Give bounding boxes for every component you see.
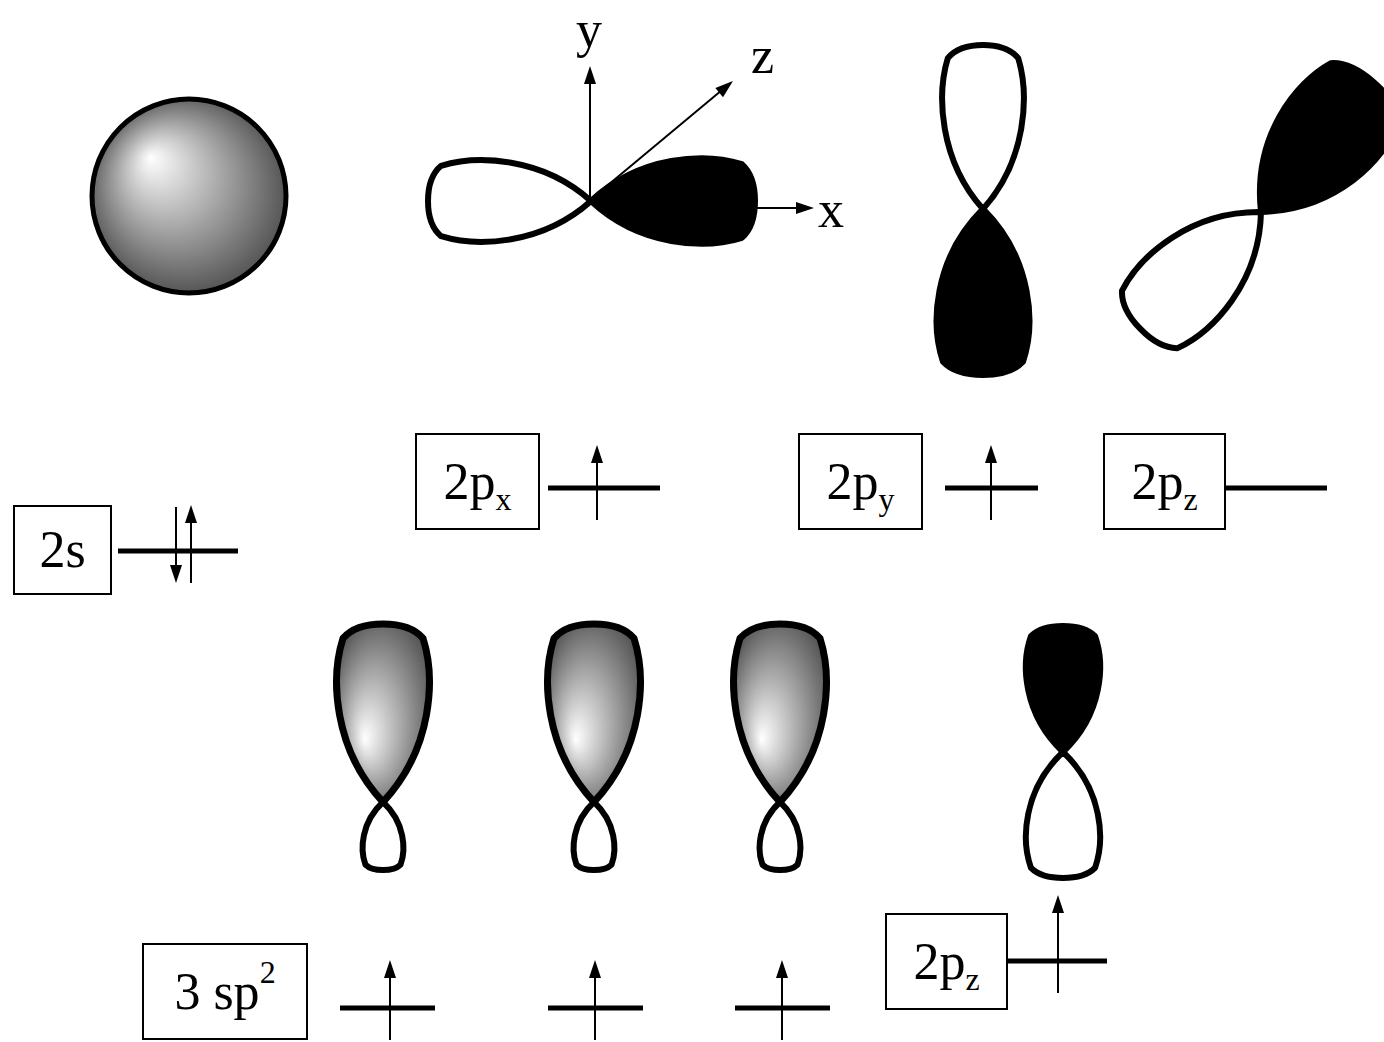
arrow-head [1052,895,1064,913]
energy-level [548,486,660,491]
electron-arrow [781,970,783,1040]
energy-level [118,549,238,554]
orbital-lobe [363,802,404,870]
orbital-name: 3 sp2 [174,966,275,1018]
energy-level [1006,959,1107,964]
arrow-head [715,76,737,97]
orbital-box: 3 sp2 [142,943,308,1040]
orbital-name: 2pz [913,936,979,988]
axis-label: z [751,30,774,82]
electron-arrow [596,455,598,520]
s-orbital [92,99,286,293]
electron-arrow [175,507,177,573]
orbital-lobe [760,802,801,870]
orbital-lobe [937,209,1030,375]
arrow-head [589,960,601,978]
electron-arrow [990,455,992,520]
orbital-name: 2py [827,456,895,508]
orbital-lobe [428,160,591,242]
orbital-lobe [548,624,641,802]
orbital-lobe [734,624,827,802]
arrow-head [584,66,596,84]
electron-arrow [1057,905,1059,993]
arrow-head [796,202,814,214]
y-axis [589,80,591,200]
arrow-head [985,445,997,463]
orbital-box: 2pz [1103,433,1226,530]
arrow-head [170,565,182,583]
orbital-name: 2pz [1131,456,1197,508]
energy-level [1224,486,1327,491]
orbital-lobe [942,45,1024,209]
orbital-name: 2px [444,456,512,508]
electron-arrow [190,515,192,583]
orbital-name: 2s [39,524,85,576]
electron-arrow [594,970,596,1040]
axis-label: y [576,4,602,56]
z-axis [590,90,722,200]
x-axis [752,207,800,209]
arrow-head [776,960,788,978]
orbital-lobe [1108,179,1293,362]
orbital-box: 2pz [885,913,1008,1010]
orbital-box: 2py [798,433,923,530]
orbital-lobe [1026,626,1100,752]
energy-level [340,1006,435,1011]
orbital-lobe [1026,752,1100,878]
orbital-lobe [574,802,615,870]
electron-arrow [389,970,391,1040]
orbital-box: 2px [415,433,540,530]
arrow-head [384,960,396,978]
orbital-lobe [337,624,430,802]
arrow-head [185,505,197,523]
axis-label: x [818,184,844,236]
arrow-head [591,445,603,463]
orbital-lobe [591,158,755,243]
orbital-box: 2s [13,505,112,595]
